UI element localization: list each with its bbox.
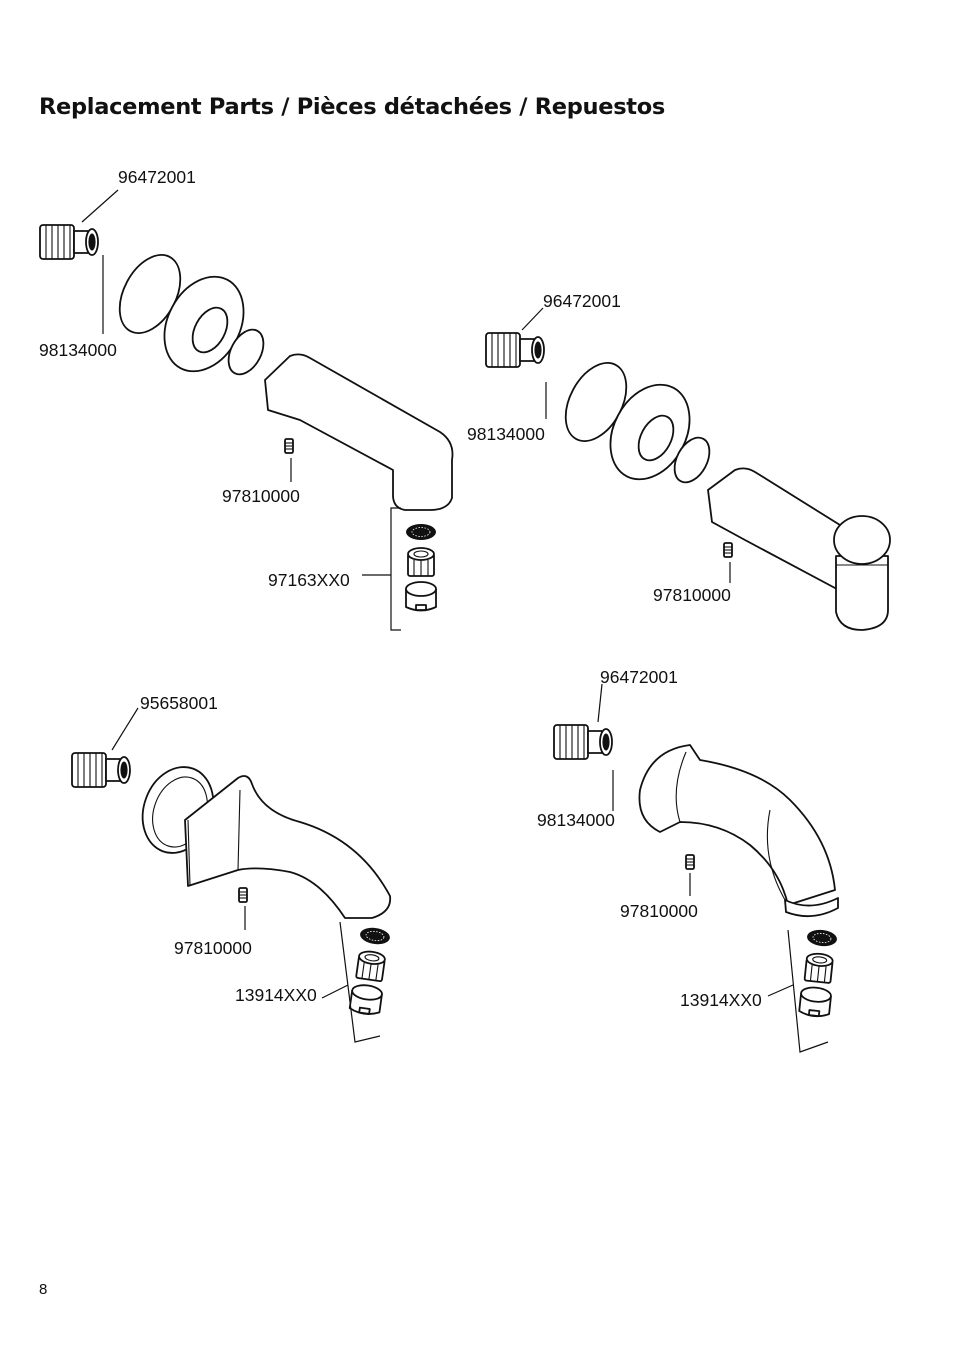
part-number-set-screw: 97810000	[174, 938, 252, 958]
assembly-4: 96472001 98134000 97810000 13914XX0	[537, 667, 839, 1053]
assembly-3: 95658001 97810000 13914XX0	[71, 693, 392, 1043]
aerator-set-part	[405, 523, 437, 612]
part-number-aerator: 13914XX0	[235, 985, 317, 1005]
part-number-connector: 96472001	[543, 291, 621, 311]
page-title: Replacement Parts / Pièces détachées / R…	[39, 94, 666, 120]
assembly-2: 96472001 98134000 97810000	[467, 291, 891, 631]
threaded-connector-part	[39, 224, 99, 260]
threaded-connector-part	[71, 752, 131, 788]
part-number-set-screw: 97810000	[620, 901, 698, 921]
assembly-1: 96472001 98134000 97810000 97163XX0	[39, 167, 454, 631]
part-number-set-screw: 97810000	[222, 486, 300, 506]
set-screw-part	[284, 438, 294, 454]
part-number-connector: 95658001	[140, 693, 218, 713]
diverter-knob	[833, 515, 891, 565]
spout-body	[264, 353, 454, 511]
part-number-connector: 96472001	[118, 167, 196, 187]
threaded-connector-part	[553, 724, 613, 760]
part-number-o-ring: 98134000	[537, 810, 615, 830]
spout-body	[184, 775, 392, 919]
part-number-set-screw: 97810000	[653, 585, 731, 605]
spout-body	[707, 467, 849, 589]
set-screw-part	[238, 887, 248, 903]
part-number-aerator: 97163XX0	[268, 570, 350, 590]
part-number-aerator: 13914XX0	[680, 990, 762, 1010]
threaded-connector-part	[485, 332, 545, 368]
washer-part	[673, 436, 711, 484]
set-screw-part	[685, 854, 695, 870]
page-number: 8	[39, 1281, 48, 1298]
part-number-o-ring: 98134000	[39, 340, 117, 360]
spout-body	[638, 744, 836, 906]
part-number-o-ring: 98134000	[467, 424, 545, 444]
aerator-set-part	[797, 927, 839, 1019]
washer-part	[227, 328, 265, 376]
part-number-connector: 96472001	[600, 667, 678, 687]
set-screw-part	[723, 542, 733, 558]
aerator-set-part	[348, 925, 392, 1017]
